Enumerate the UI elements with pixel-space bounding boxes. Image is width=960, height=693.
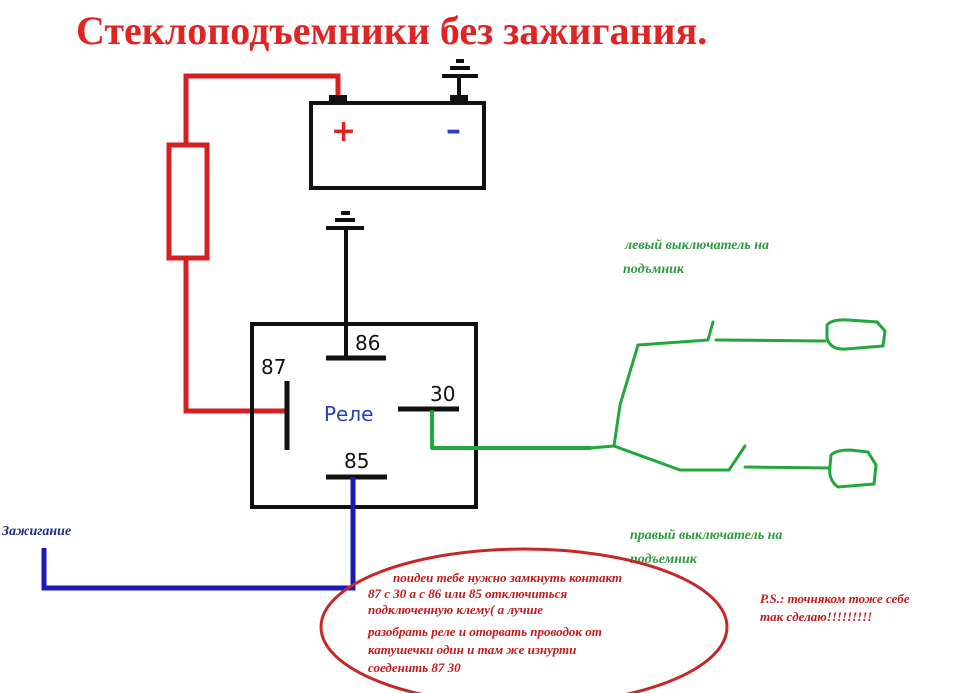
note-text: поидеи тебе нужно замкнуть контакт 87 с … xyxy=(367,570,622,675)
note-line: поидеи тебе нужно замкнуть контакт xyxy=(393,570,622,585)
note-line: соеденить 87 30 xyxy=(368,660,461,675)
relay-label: Реле xyxy=(324,402,373,426)
diagram-title: Стеклоподъемники без зажигания. xyxy=(76,8,707,53)
note-ellipse xyxy=(319,547,729,693)
ps-line: P.S.: точняком тоже себе xyxy=(760,591,910,606)
left-switch-connector-icon xyxy=(825,318,887,351)
left-switch-label-line1: левый выключатель на xyxy=(624,238,769,253)
green-wire xyxy=(430,320,832,472)
battery-minus-sign: – xyxy=(446,113,461,148)
fuse-icon xyxy=(166,142,210,261)
relay-box xyxy=(250,322,478,509)
ps-line: так сделаю!!!!!!!!! xyxy=(760,609,872,624)
note-line: подключенную клему( а лучше xyxy=(368,602,543,617)
battery-minus-terminal xyxy=(450,95,468,105)
pin-85-label: 85 xyxy=(344,449,369,473)
battery-body xyxy=(309,101,486,190)
note-line: катушечки один и там же изнурти xyxy=(368,642,576,657)
right-switch-label-line1: правый выключатель на xyxy=(630,528,782,543)
ps-note: P.S.: точняком тоже себе так сделаю!!!!!… xyxy=(760,591,910,624)
note-line: 87 с 30 а с 86 или 85 отключиться xyxy=(368,586,567,601)
pin-87-label: 87 xyxy=(261,355,286,379)
pin-86-label: 86 xyxy=(355,331,380,355)
battery-plus-terminal xyxy=(329,95,347,105)
blue-wire xyxy=(41,477,356,591)
left-switch-label-line2: подъмник xyxy=(623,262,685,277)
right-switch-label-line2: подъемник xyxy=(630,552,698,567)
right-switch-connector-icon xyxy=(828,448,878,489)
relay: 86 87 30 85 Реле xyxy=(250,322,478,509)
pin-30-label: 30 xyxy=(430,382,455,406)
note-line: разобрать реле и оторвать проводок от xyxy=(367,624,602,639)
battery: + – xyxy=(309,95,486,190)
ground-icon-battery xyxy=(442,59,478,95)
ignition-label: Зажигание xyxy=(1,524,71,539)
ground-icon-relay xyxy=(326,211,364,357)
battery-plus-sign: + xyxy=(331,114,356,149)
